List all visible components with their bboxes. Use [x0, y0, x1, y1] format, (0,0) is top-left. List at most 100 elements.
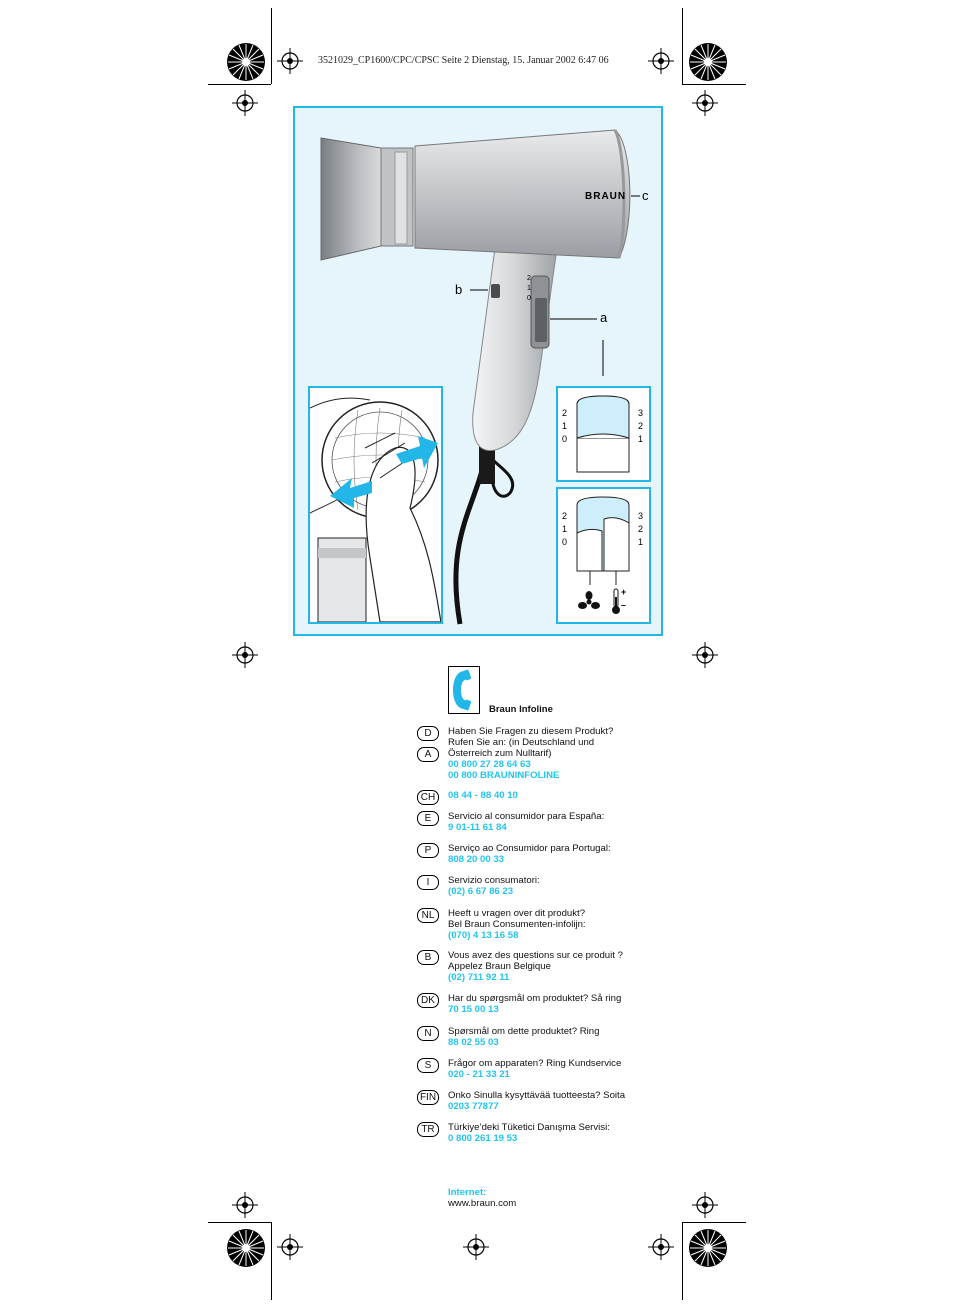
speed-right-2: 2 [638, 421, 644, 431]
phone-number[interactable]: 020 - 21 33 21 [448, 1069, 510, 1080]
country-code-badge: A [417, 747, 439, 762]
country-contact-text: Haben Sie Fragen zu diesem Produkt?Rufen… [448, 726, 613, 781]
label-b: b [455, 282, 463, 297]
speed-inset-top: 2 1 0 3 2 1 [556, 386, 651, 482]
country-code-badge: P [417, 843, 439, 858]
brand-logo: BRAUN [585, 191, 627, 202]
switch-position-0: 0 [527, 295, 531, 302]
crop-mark [682, 84, 746, 85]
country-contact-text: Servicio al consumidor para España:9 01-… [448, 811, 604, 833]
phone-number[interactable]: 00 800 27 28 64 63 [448, 759, 531, 770]
internet-url[interactable]: www.braun.com [448, 1198, 517, 1209]
crop-mark [271, 1222, 272, 1300]
country-contact-text: Onko Sinulla kysyttävää tuotteesta? Soit… [448, 1090, 625, 1112]
crop-mark [271, 8, 272, 84]
phone-number[interactable]: 0203 77877 [448, 1101, 499, 1112]
crop-mark [208, 1222, 271, 1223]
hair-dryer-illustration [320, 129, 640, 625]
phone-number[interactable]: (02) 711 92 11 [448, 972, 510, 983]
phone-number[interactable]: 70 15 00 13 [448, 1004, 499, 1015]
contact-line: Haben Sie Fragen zu diesem Produkt? [448, 726, 614, 737]
star-target-icon [226, 42, 266, 82]
switch-position-1: 1 [527, 285, 531, 292]
star-target-icon [226, 1228, 266, 1268]
crop-mark [682, 8, 683, 84]
contact-line: Frågor om apparaten? Ring Kundservice [448, 1058, 622, 1069]
thermometer-icon [612, 588, 620, 614]
diffuser-inset [308, 386, 443, 624]
phone-number[interactable]: 08 44 - 88 40 10 [448, 790, 518, 801]
temp-right-2: 2 [638, 524, 644, 534]
contact-line: Bel Braun Consumenten-infolijn: [448, 919, 586, 930]
contact-line: Spørsmål om dette produktet? Ring [448, 1026, 600, 1037]
contact-line: Onko Sinulla kysyttävää tuotteesta? Soit… [448, 1090, 626, 1101]
country-code-badge: TR [417, 1122, 439, 1137]
crop-mark [682, 1222, 746, 1223]
contact-line: Appelez Braun Belgique [448, 961, 551, 972]
contact-line: Servicio al consumidor para España: [448, 811, 605, 822]
speed-left-0: 0 [562, 434, 568, 444]
temp-right-3: 3 [638, 511, 644, 521]
country-code-badge: N [417, 1026, 439, 1041]
infoline-title: Braun Infoline [489, 704, 553, 715]
registration-mark-icon [232, 1192, 258, 1218]
country-contact-text: Vous avez des questions sur ce produit ?… [448, 950, 623, 983]
phone-number[interactable]: 808 20 00 33 [448, 854, 505, 865]
country-contact-text: Serviço ao Consumidor para Portugal:808 … [448, 843, 611, 865]
country-code-badge: FIN [417, 1090, 439, 1105]
country-contact-text: Türkiye’deki Tüketici Danışma Servisi:0 … [448, 1122, 610, 1144]
temp-minus: – [621, 600, 627, 610]
country-code-badge: DK [417, 993, 439, 1008]
country-code-badge: NL [417, 908, 439, 923]
registration-mark-icon [692, 1192, 718, 1218]
speed-right-3: 3 [638, 408, 644, 418]
speed-right-1: 1 [638, 434, 644, 444]
country-code-badge: E [417, 811, 439, 826]
country-code-badge: I [417, 875, 439, 890]
country-contact-text: Servizio consumatori:(02) 6 67 86 23 [448, 875, 540, 897]
internet-block: Internet: www.braun.com [448, 1187, 516, 1209]
star-target-icon [688, 1228, 728, 1268]
contact-line: Heeft u vragen over dit produkt? [448, 908, 586, 919]
registration-mark-icon [463, 1234, 489, 1260]
phone-number[interactable]: 9 01-11 61 84 [448, 822, 507, 833]
registration-mark-icon [232, 90, 258, 116]
crop-mark [208, 84, 271, 85]
speed-left-2: 2 [562, 511, 568, 521]
registration-mark-icon [277, 1234, 303, 1260]
country-contact-text: 08 44 - 88 40 10 [448, 790, 518, 801]
phone-number[interactable]: (02) 6 67 86 23 [448, 886, 514, 897]
contact-line: Österreich zum Nulltarif) [448, 748, 552, 759]
fan-icon [578, 591, 600, 609]
switch-position-2: 2 [527, 275, 531, 282]
phone-icon [453, 669, 472, 711]
country-code-badge: CH [417, 790, 439, 805]
phone-number[interactable]: 00 800 BRAUNINFOLINE [448, 770, 560, 781]
contact-line: Vous avez des questions sur ce produit ? [448, 950, 623, 961]
phone-number[interactable]: (070) 4 13 16 58 [448, 930, 519, 941]
phone-number[interactable]: 0 800 261 19 53 [448, 1133, 518, 1144]
star-target-icon [688, 42, 728, 82]
speed-left-1: 1 [562, 524, 568, 534]
registration-mark-icon [648, 48, 674, 74]
diffuser-hand-illustration [309, 397, 442, 623]
temp-right-1: 1 [638, 537, 644, 547]
infoline-box [448, 666, 480, 714]
phone-number[interactable]: 88 02 55 03 [448, 1037, 499, 1048]
contact-line: Servizio consumatori: [448, 875, 540, 886]
label-a: a [600, 310, 608, 325]
print-info-line: 3521029_CP1600/CPC/CPSC Seite 2 Dienstag… [318, 55, 609, 66]
registration-mark-icon [232, 642, 258, 668]
contact-line: Serviço ao Consumidor para Portugal: [448, 843, 611, 854]
country-code-badge: B [417, 950, 439, 965]
speed-temp-inset: 2 1 0 3 2 1 + – [556, 487, 651, 624]
label-c: c [642, 188, 649, 203]
speed-left-1: 1 [562, 421, 568, 431]
contact-line: Rufen Sie an: (in Deutschland und [448, 737, 595, 748]
contact-line: Har du spørgsmål om produktet? Så ring [448, 993, 622, 1004]
temp-plus: + [621, 587, 627, 597]
country-code-badge: D [417, 726, 439, 741]
